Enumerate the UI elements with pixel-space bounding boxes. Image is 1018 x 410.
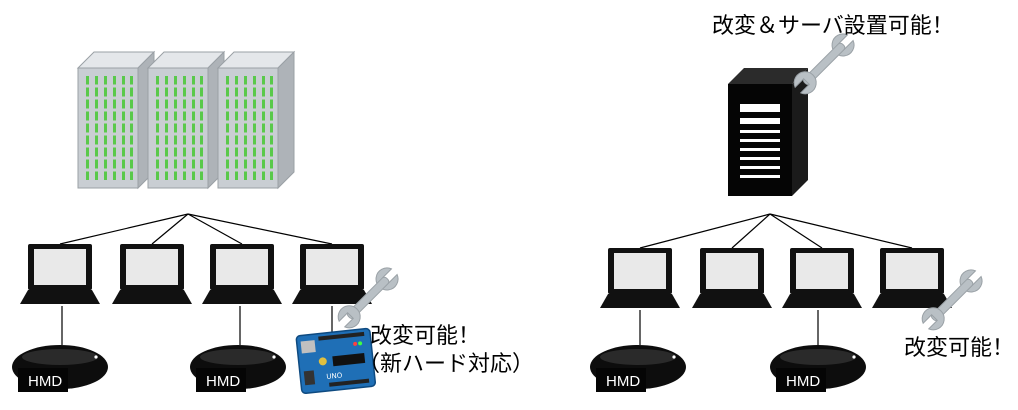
left-hmd-2-label: HMD <box>206 373 240 390</box>
right-hmd-1-label: HMD <box>606 373 640 390</box>
left-diagram: HMD HMD UNO <box>12 50 403 395</box>
right-hmd-1: HMD <box>590 345 686 392</box>
left-laptop-2 <box>112 244 192 304</box>
left-laptop-1 <box>20 244 100 304</box>
right-laptop-2 <box>692 248 772 308</box>
left-network-lines <box>59 213 333 345</box>
left-hmd-1: HMD <box>12 345 108 392</box>
rack-server-3 <box>216 50 296 190</box>
left-new-hardware-label: （新ハード対応） <box>358 352 535 377</box>
left-hmd-2: HMD <box>190 345 286 392</box>
server-modifiable-label: 改変＆サーバ設置可能！ <box>712 14 954 39</box>
arduino-board-icon: UNO <box>295 327 377 395</box>
right-diagram: HMD HMD <box>590 29 987 392</box>
rack-server-1 <box>76 50 156 190</box>
left-hmd-1-label: HMD <box>28 373 62 390</box>
left-modifiable-label: 改変可能！ <box>370 324 481 349</box>
left-laptop-4 <box>292 244 372 304</box>
right-network-lines <box>639 213 913 345</box>
svg-text:UNO: UNO <box>326 371 343 381</box>
left-laptop-3 <box>202 244 282 304</box>
right-modifiable-label: 改変可能！ <box>904 336 1015 361</box>
right-laptop-1 <box>600 248 680 308</box>
right-hmd-2-label: HMD <box>786 373 820 390</box>
right-laptop-4 <box>872 248 952 308</box>
rack-server-2 <box>146 50 226 190</box>
tower-server-icon <box>728 68 808 196</box>
right-hmd-2: HMD <box>770 345 866 392</box>
right-laptop-3 <box>782 248 862 308</box>
